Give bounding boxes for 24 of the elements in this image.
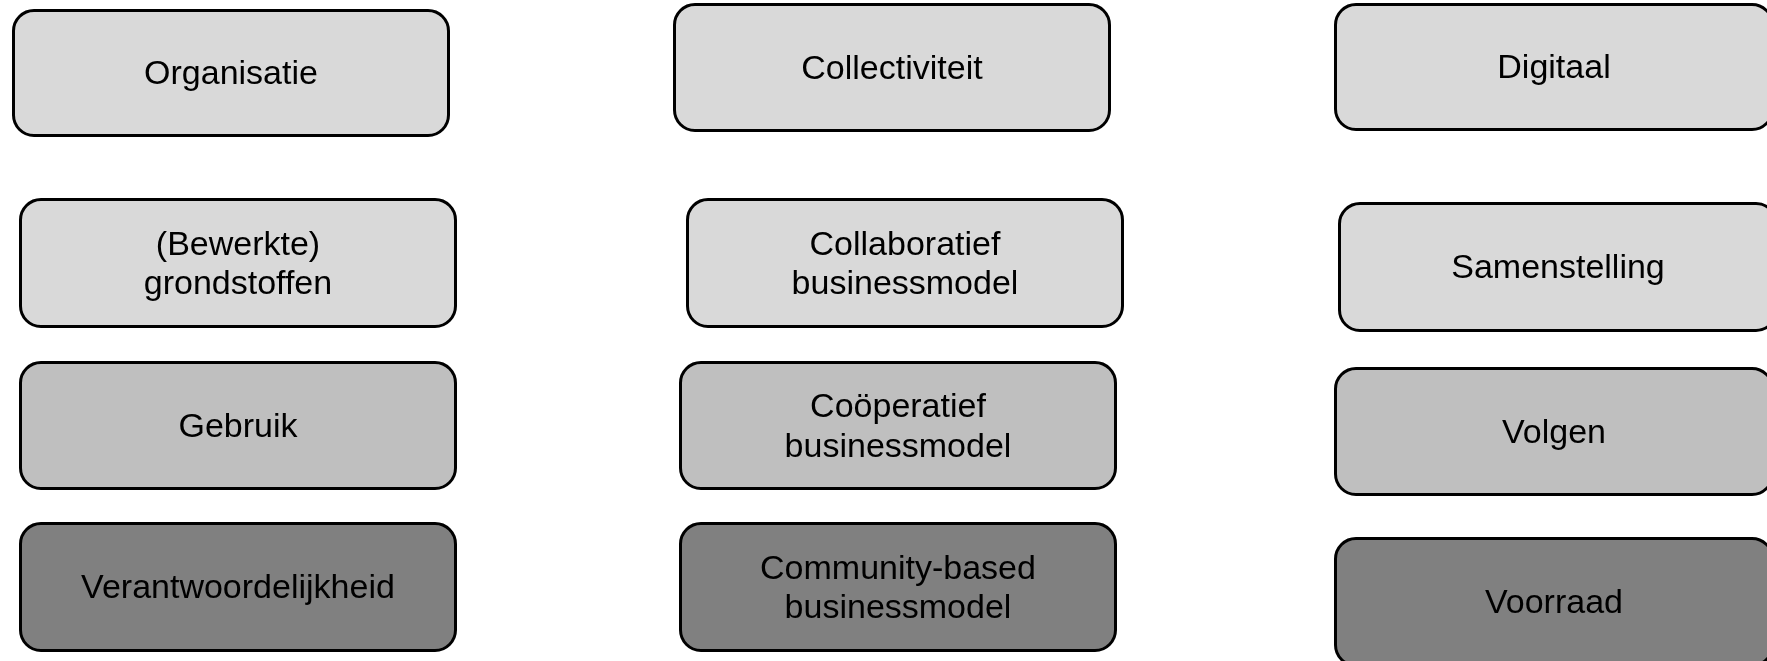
box-label: Collaboratief businessmodel [790,223,1020,303]
rounded-box [19,361,457,490]
box-label: Organisatie [144,53,318,93]
box-label: (Bewerkte) grondstoffen [142,223,334,303]
rounded-box [1334,367,1767,496]
box-label: Volgen [1502,411,1606,452]
rounded-box [673,3,1111,132]
rounded-box [19,198,457,328]
rounded-box [679,522,1117,652]
rounded-box [686,198,1124,328]
rounded-box [1334,3,1767,131]
box-label: Community-based businessmodel [759,547,1037,627]
box-label: Digitaal [1497,47,1611,87]
box-label: Voorraad [1485,582,1623,622]
rounded-box [12,9,450,137]
box-label: Coöperatief businessmodel [783,386,1013,465]
box-label: Gebruik [178,405,298,446]
rounded-box [1338,202,1767,332]
box-label: Collectiviteit [801,47,983,88]
rounded-box [19,522,457,652]
rounded-box [1334,537,1767,661]
box-label: Samenstelling [1451,247,1665,287]
box-label: Verantwoordelijkheid [81,567,395,607]
rounded-box [679,361,1117,490]
